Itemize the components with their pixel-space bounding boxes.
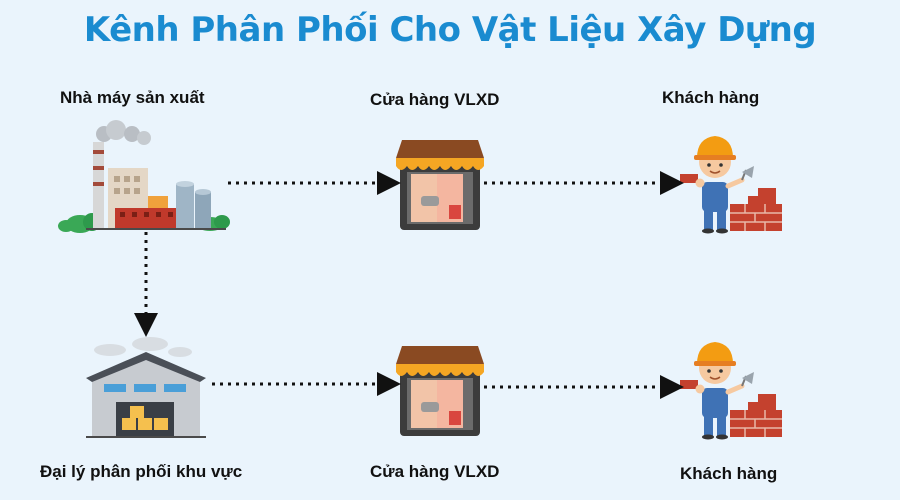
worker-icon-top [680, 136, 782, 234]
factory-icon [58, 120, 230, 233]
label-agent: Đại lý phân phối khu vực [40, 462, 243, 481]
worker-icon-bottom [680, 342, 782, 440]
store-icon-bottom [396, 346, 484, 436]
diagram-title: Kênh Phân Phối Cho Vật Liệu Xây Dựng [83, 10, 817, 50]
label-factory: Nhà máy sản xuất [60, 88, 205, 107]
label-customer-top: Khách hàng [662, 88, 760, 107]
store-icon-top [396, 140, 484, 230]
label-customer-bottom: Khách hàng [680, 464, 778, 483]
label-store-top: Cửa hàng VLXD [370, 90, 500, 109]
warehouse-icon [86, 337, 206, 438]
label-store-bottom: Cửa hàng VLXD [370, 462, 500, 481]
